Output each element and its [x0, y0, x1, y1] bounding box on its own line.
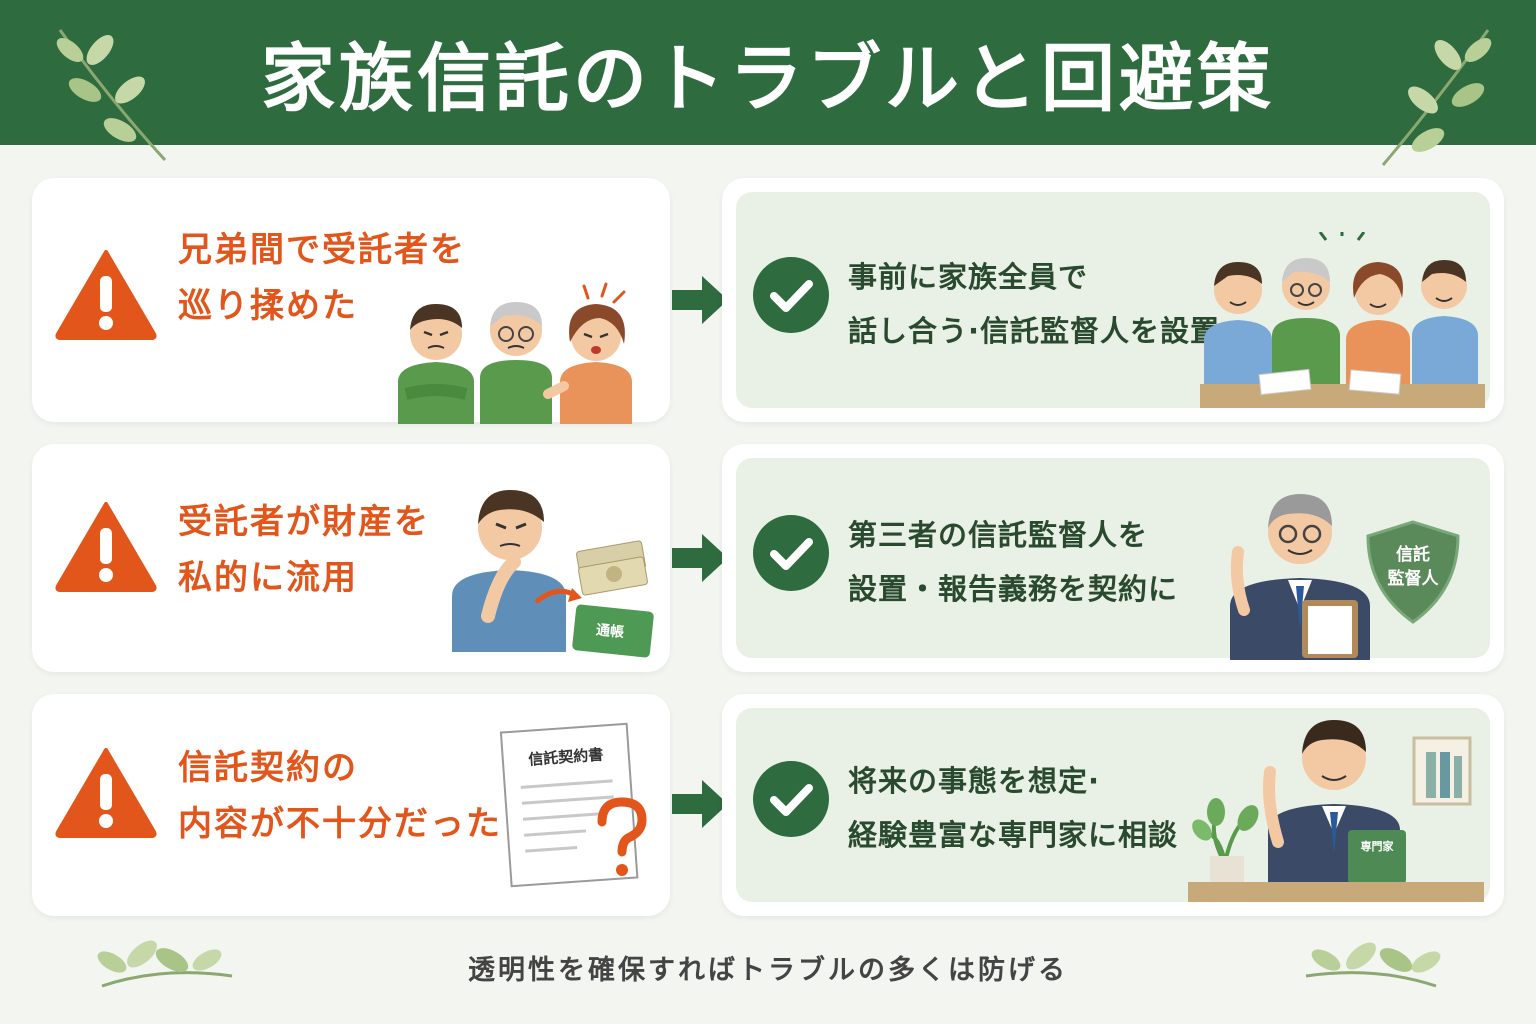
solution-line: 将来の事態を想定· — [848, 764, 1101, 798]
arguing-family-illustration — [398, 282, 632, 424]
leaf-branch-icon — [56, 29, 167, 162]
warning-icon — [55, 748, 157, 838]
problem-text-1: 兄弟間で受託者を 巡り揉めた — [178, 222, 466, 334]
problem-line: 信託契約の — [178, 748, 358, 788]
solution-text-3: 将来の事態を想定· 経験豊富な専門家に相談 — [848, 754, 1178, 862]
expert-advisor-illustration: 専門家 — [1188, 720, 1484, 902]
trust-supervisor-illustration — [1230, 494, 1370, 660]
shield-label-line: 監督人 — [1388, 568, 1440, 589]
warning-icon — [55, 250, 157, 340]
arrow-right-icon — [672, 780, 728, 828]
expert-book-label: 専門家 — [1361, 839, 1395, 853]
header-banner — [0, 0, 1536, 145]
arrow-right-icon — [672, 534, 728, 582]
check-circle-icon — [753, 257, 829, 333]
warning-icon — [55, 502, 157, 592]
solution-text-1: 事前に家族全員で 話し合う·信託監督人を設置 — [848, 250, 1220, 358]
shield-label-line: 信託 — [1396, 544, 1430, 565]
check-circle-icon — [753, 515, 829, 591]
problem-line: 巡り揉めた — [178, 286, 358, 326]
check-circle-icon — [753, 761, 829, 837]
footer-message: 透明性を確保すればトラブルの多くは防げる — [468, 955, 1068, 986]
solution-text-2: 第三者の信託監督人を 設置・報告義務を契約に — [848, 508, 1178, 616]
solution-line: 経験豊富な専門家に相談 — [848, 818, 1179, 852]
problem-line: 受託者が財産を — [178, 502, 430, 542]
family-meeting-illustration — [1200, 232, 1485, 408]
contract-document-illustration: 信託契約書 — [499, 722, 647, 888]
document-title: 信託契約書 — [528, 746, 604, 769]
embezzling-man-illustration: 通帳 — [452, 490, 654, 658]
solution-line: 第三者の信託監督人を — [848, 518, 1149, 552]
problem-text-2: 受託者が財産を 私的に流用 — [178, 494, 430, 606]
problem-line: 内容が不十分だった — [178, 804, 502, 844]
shield-icon: 信託 監督人 — [1366, 520, 1460, 624]
leaf-branch-icon — [1305, 942, 1441, 988]
problem-text-3: 信託契約の 内容が不十分だった — [178, 740, 502, 852]
leaf-branch-icon — [97, 940, 233, 988]
problem-line: 兄弟間で受託者を — [178, 230, 466, 270]
arrow-right-icon — [672, 276, 728, 324]
page-title: 家族信託のトラブルと回避策 — [261, 36, 1275, 122]
solution-line: 話し合う·信託監督人を設置 — [848, 314, 1221, 348]
problem-line: 私的に流用 — [178, 558, 358, 598]
leaf-branch-icon — [1381, 29, 1492, 166]
solution-line: 事前に家族全員で — [848, 260, 1089, 294]
solution-line: 設置・報告義務を契約に — [848, 572, 1179, 606]
bankbook-label: 通帳 — [595, 621, 625, 641]
